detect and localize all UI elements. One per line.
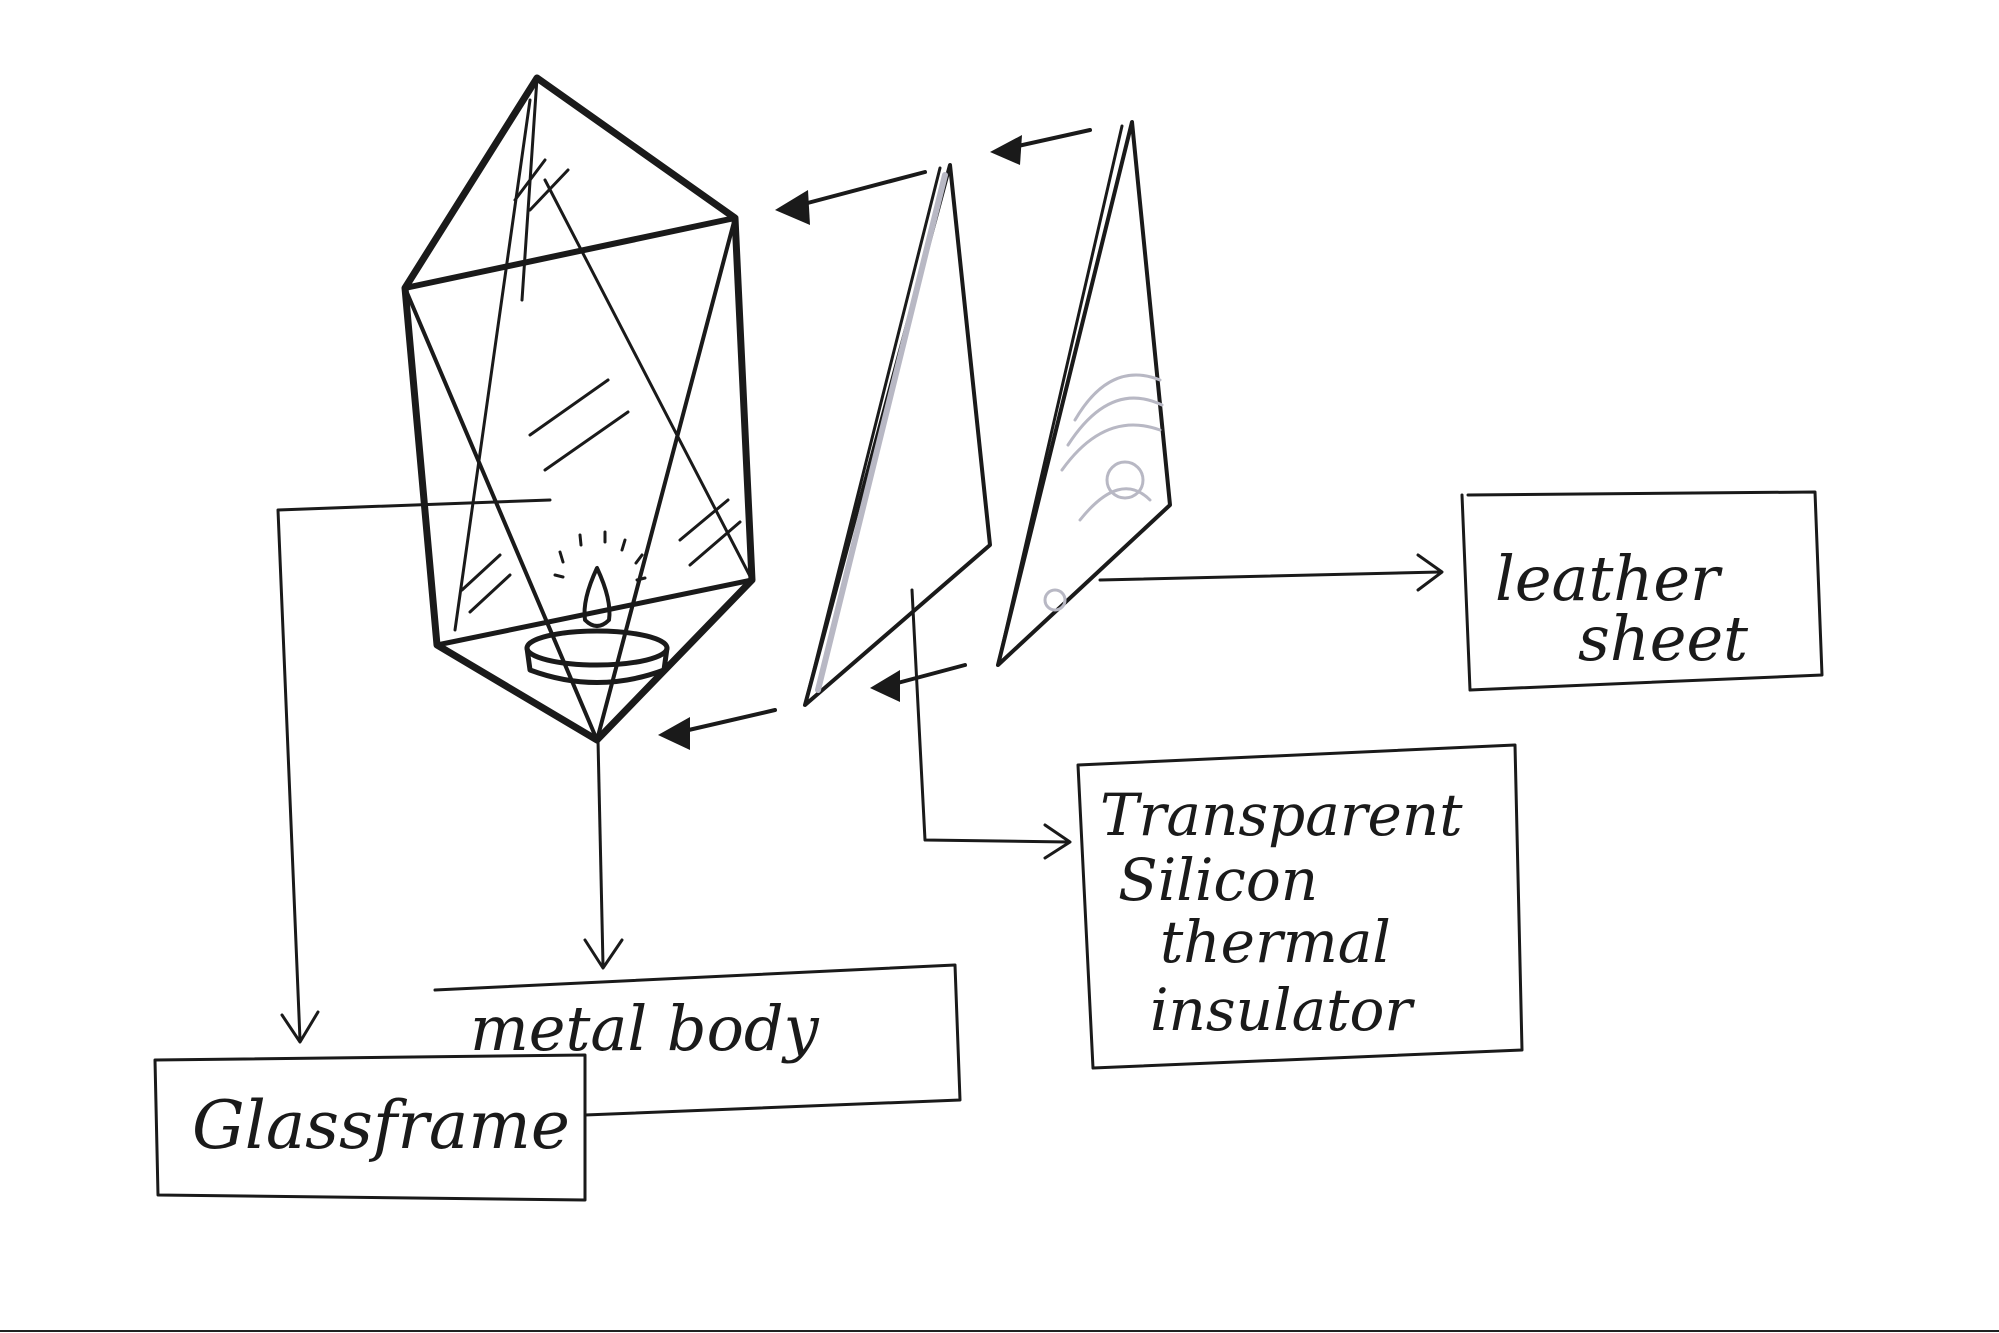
insulator-label-line3: thermal [1160,908,1391,976]
insulator-label-line4: insulator [1150,976,1415,1044]
insulator-label-line1: Transparent [1100,781,1463,849]
glass-frame-label: Glassframe [192,1087,570,1164]
label-box-insulator: Transparent Silicon thermal insulator [1076,743,1524,1070]
metal-body-label: metal body [470,992,820,1065]
label-box-glass-frame: Glassframe [153,1053,587,1202]
label-box-metal-body: metal body [433,963,962,1117]
flame-glow [553,530,647,582]
insulator-label-line2: Silicon [1118,846,1318,914]
insulator-panel [803,163,992,707]
label-box-leather-sheet: leather sheet [1460,490,1824,692]
leader-lines [276,498,1444,1044]
leather-sheet-label-line1: leather [1495,542,1723,615]
assembly-arrows [658,128,1092,750]
glass-lantern [401,74,756,744]
leather-sheet-label-line2: sheet [1578,602,1748,675]
candle-flame-icon [582,566,612,628]
leather-panel [996,120,1172,667]
